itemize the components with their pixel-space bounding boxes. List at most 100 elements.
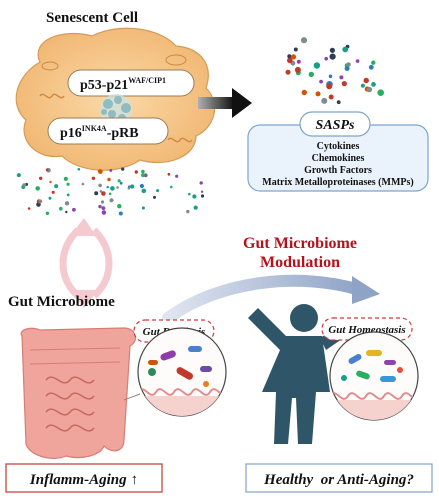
secreted-particle-dot <box>64 201 70 206</box>
sasp-particle-dot <box>321 97 328 104</box>
secreted-particle-dot <box>27 207 31 210</box>
secreted-particle-dot <box>110 186 115 191</box>
secreted-particle-dot <box>109 168 113 172</box>
sasp-particle-dot <box>344 66 350 71</box>
secreted-particle-dot <box>49 180 52 184</box>
inflamm-aging-box <box>5 463 163 493</box>
secreted-particle-dot <box>16 173 21 178</box>
exchange-arrowhead-down <box>70 290 98 308</box>
pathway-p53-main: p53-p21 <box>80 78 128 93</box>
secreted-particle-dot <box>45 168 49 171</box>
modulation-arrow <box>162 274 380 324</box>
sasp-particle-dot <box>371 60 376 65</box>
secreted-particle-dot <box>97 169 103 174</box>
secreted-particle-dot <box>54 184 59 189</box>
secreted-particle-dot <box>98 204 102 209</box>
secreted-particle-dot <box>141 169 145 174</box>
sasp-particle-dot <box>339 75 344 80</box>
secreted-particle-dot <box>192 194 197 199</box>
secreted-particles <box>16 167 205 216</box>
secreted-particle-dot <box>186 209 190 214</box>
secreted-particle-dot <box>100 200 105 204</box>
sasp-particle-dot <box>300 37 308 44</box>
sasp-item-4: Matrix Metalloproteinases (MMPs) <box>262 177 413 188</box>
gut-microbiome-label: Gut Microbiome <box>8 294 115 310</box>
homeostasis-zoom-circle <box>329 331 419 421</box>
sasp-title: SASPs <box>316 118 355 133</box>
secreted-particle-dot <box>200 190 204 193</box>
secreted-particle-dot <box>22 183 26 187</box>
homeostasis-label: Gut Homeostasis <box>328 324 405 336</box>
secreted-particle-dot <box>38 199 43 204</box>
dysbiosis-zoom-circle <box>137 327 227 417</box>
sasp-particle-dot <box>294 66 301 73</box>
intestine-illustration <box>20 327 141 459</box>
sasp-particle-dot <box>324 56 329 61</box>
secreted-particle-dot <box>35 186 40 191</box>
sasp-particle-dot <box>363 77 369 84</box>
secreted-particle-dot <box>199 181 203 185</box>
inflamm-aging-label: Inflamm-Aging↑ <box>29 472 138 488</box>
sasp-particle-dot <box>315 91 321 97</box>
sasp-particle-dot <box>355 59 360 63</box>
secreted-particle-dot <box>98 183 102 188</box>
sasp-particles <box>285 37 385 105</box>
sasp-particle-dot <box>336 100 341 105</box>
modulation-line-1: Gut Microbiome <box>243 235 357 252</box>
secreted-particle-dot <box>170 185 173 189</box>
secreted-particle-dot <box>141 188 147 194</box>
healthy-person-figure <box>248 304 358 444</box>
secreted-particle-dot <box>127 187 131 190</box>
secreted-particle-dot <box>99 190 103 193</box>
sasp-particle-dot <box>368 64 374 70</box>
secreted-particle-dot <box>134 170 138 174</box>
sasp-particle-dot <box>296 59 301 64</box>
pathway-p16-sup: INK4A <box>82 124 107 133</box>
pathway-box-p53 <box>67 69 195 97</box>
secreted-particle-dot <box>121 167 125 171</box>
sasp-particle-dot <box>329 53 336 60</box>
secreted-particle-dot <box>116 186 119 189</box>
secreted-particle-dot <box>51 190 55 194</box>
bidirectional-exchange-arrow <box>59 227 113 299</box>
secreted-particle-dot <box>91 176 96 180</box>
sasp-particle-dot <box>346 62 351 67</box>
inflamm-aging-text: Inflamm-Aging <box>29 472 127 488</box>
secreted-particle-dot <box>66 193 70 197</box>
modulation-line-2: Modulation <box>260 254 340 271</box>
sasp-particle-dot <box>329 47 335 53</box>
pathway-p16-label: p16INK4A-pRB <box>60 124 139 141</box>
secreted-particle-dot <box>130 184 135 189</box>
secreted-particle-dot <box>117 204 122 209</box>
sasp-title-pill <box>299 111 371 137</box>
secreted-particle-dot <box>94 191 99 196</box>
secreted-particle-dot <box>139 183 144 189</box>
sasp-particle-dot <box>319 79 323 84</box>
pathway-p53-label: p53-p21WAF/CIP1 <box>80 76 166 93</box>
secreted-particle-dot <box>175 174 179 178</box>
secreted-particle-dot <box>109 198 114 203</box>
sasp-particle-dot <box>301 89 307 96</box>
sasp-particle-dot <box>377 89 385 96</box>
sasp-item-1: Cytokines <box>317 141 360 152</box>
healthy-aging-box <box>245 463 433 493</box>
sasp-item-2: Chemokines <box>312 153 365 164</box>
secreted-particle-dot <box>106 185 109 189</box>
secreted-particle-dot <box>65 210 68 214</box>
secreted-particle-dot <box>101 191 106 196</box>
secreted-particle-dot <box>48 196 52 200</box>
senescent-title: Senescent Cell <box>46 10 138 26</box>
sasp-particle-dot <box>326 83 333 90</box>
sasp-particle-dot <box>285 69 291 75</box>
secreted-particle-dot <box>193 205 198 210</box>
secreted-particle-dot <box>72 207 76 212</box>
sasp-particle-dot <box>371 82 376 87</box>
secreted-particle-dot <box>119 181 123 185</box>
secreted-particle-dot <box>39 176 43 180</box>
sasp-particle-dot <box>360 83 365 88</box>
secreted-particle-dot <box>141 206 145 210</box>
secreted-particle-dot <box>188 192 191 196</box>
increase-arrow-icon: ↑ <box>131 472 139 488</box>
secreted-particle-dot <box>59 206 63 211</box>
